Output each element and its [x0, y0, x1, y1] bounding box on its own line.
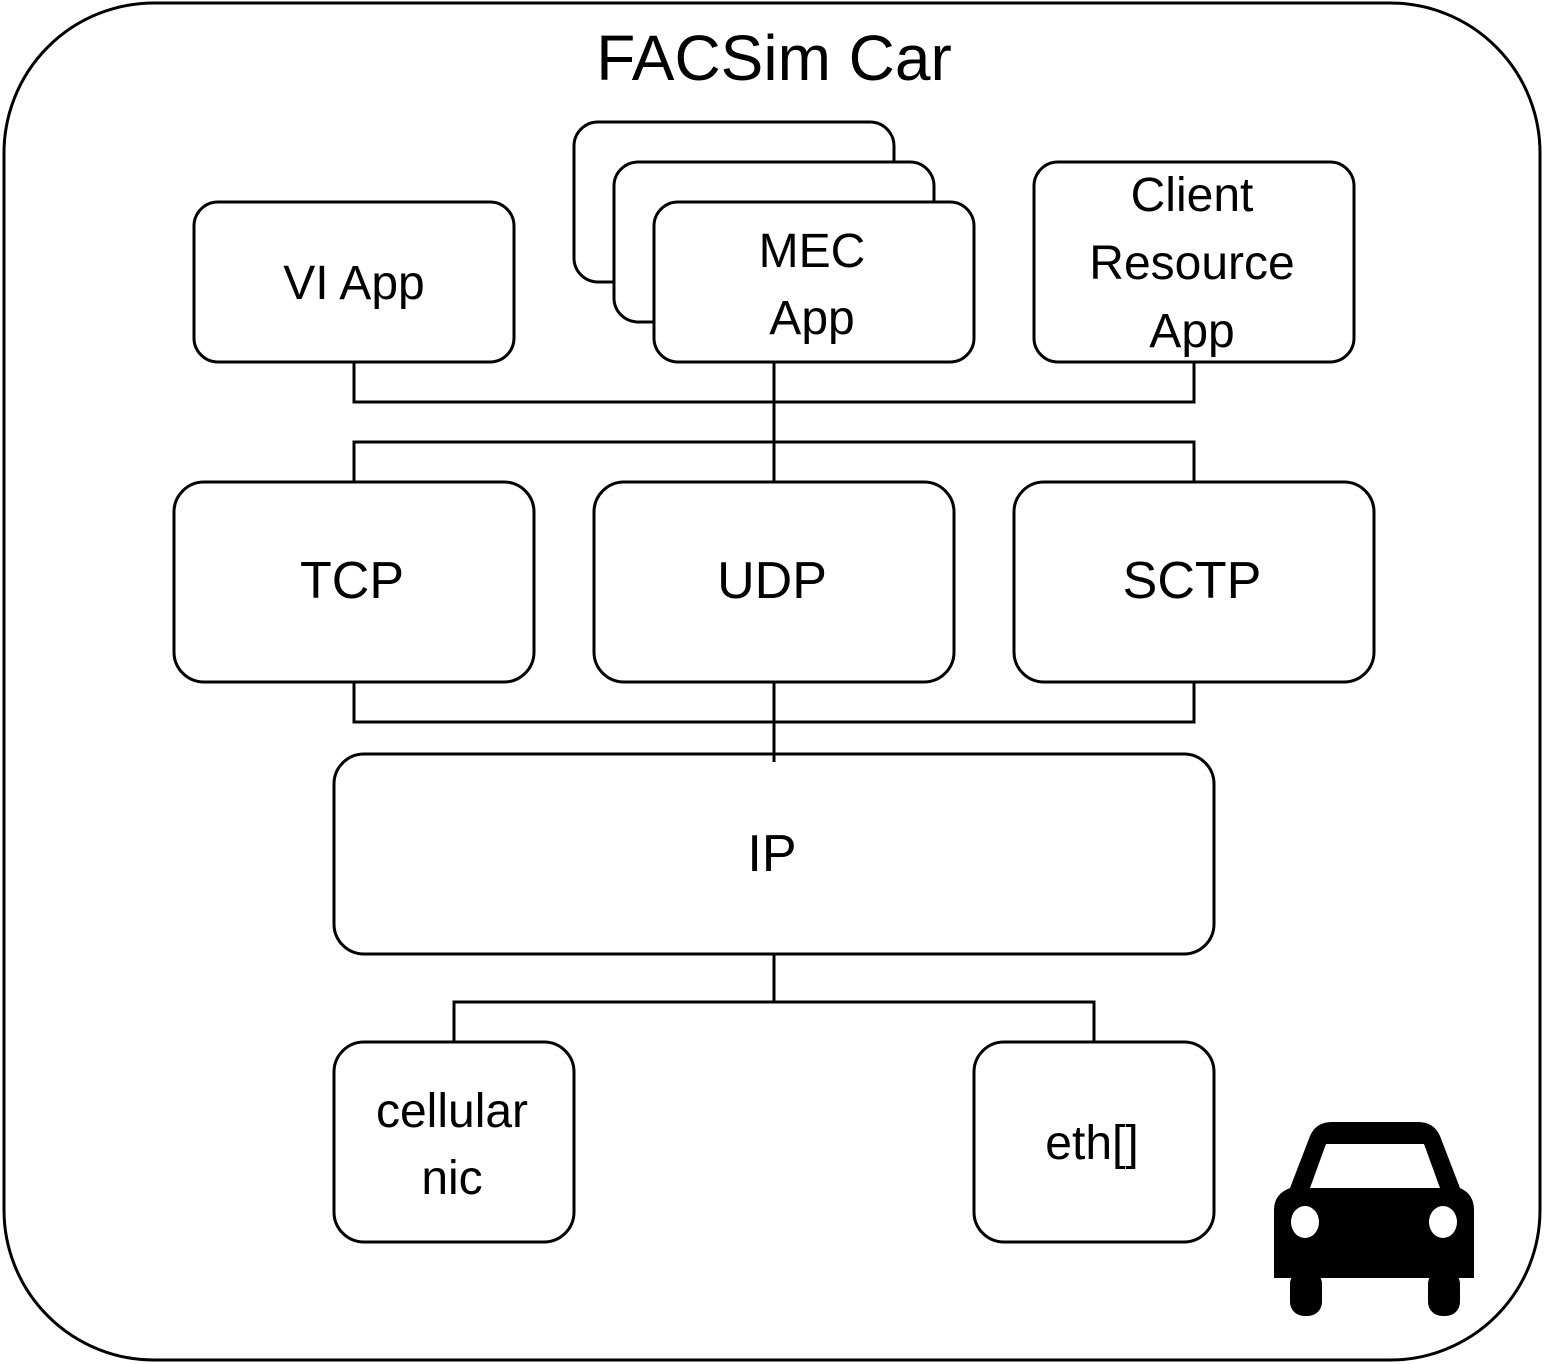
mec-app-stack: MEC App: [572, 120, 976, 364]
mec-app-box: [652, 200, 976, 364]
diagram-title: FACSim Car: [596, 22, 952, 94]
client-resource-app-box: Client Resource App: [1032, 160, 1356, 364]
cellular-nic-label-line1: cellular: [376, 1085, 528, 1138]
tcp-box: TCP: [172, 480, 536, 684]
vi-app-label: VI App: [283, 257, 424, 310]
tcp-label: TCP: [300, 552, 404, 610]
sctp-box: SCTP: [1012, 480, 1376, 684]
client-resource-app-label-line3: App: [1149, 305, 1234, 358]
vi-app-box: VI App: [192, 200, 516, 364]
sctp-label: SCTP: [1123, 552, 1262, 610]
eth-label: eth[]: [1045, 1117, 1138, 1170]
mec-app-label-line2: App: [769, 292, 854, 345]
connector-transport-bus: [352, 440, 1196, 482]
cellular-nic-label-line2: nic: [421, 1152, 482, 1205]
mec-app-label-line1: MEC: [759, 225, 866, 278]
car-icon: [1274, 1122, 1474, 1316]
ip-box: IP: [332, 752, 1216, 956]
cellular-nic-box: cellular nic: [332, 1040, 576, 1244]
client-resource-app-label-line1: Client: [1131, 169, 1254, 222]
eth-box: eth[]: [972, 1040, 1216, 1244]
udp-box: UDP: [592, 480, 956, 684]
udp-label: UDP: [717, 552, 827, 610]
connectors: [352, 362, 1196, 1042]
client-resource-app-label-line2: Resource: [1089, 237, 1294, 290]
connector-interfaces: [452, 1000, 1096, 1042]
ip-label: IP: [747, 825, 796, 883]
